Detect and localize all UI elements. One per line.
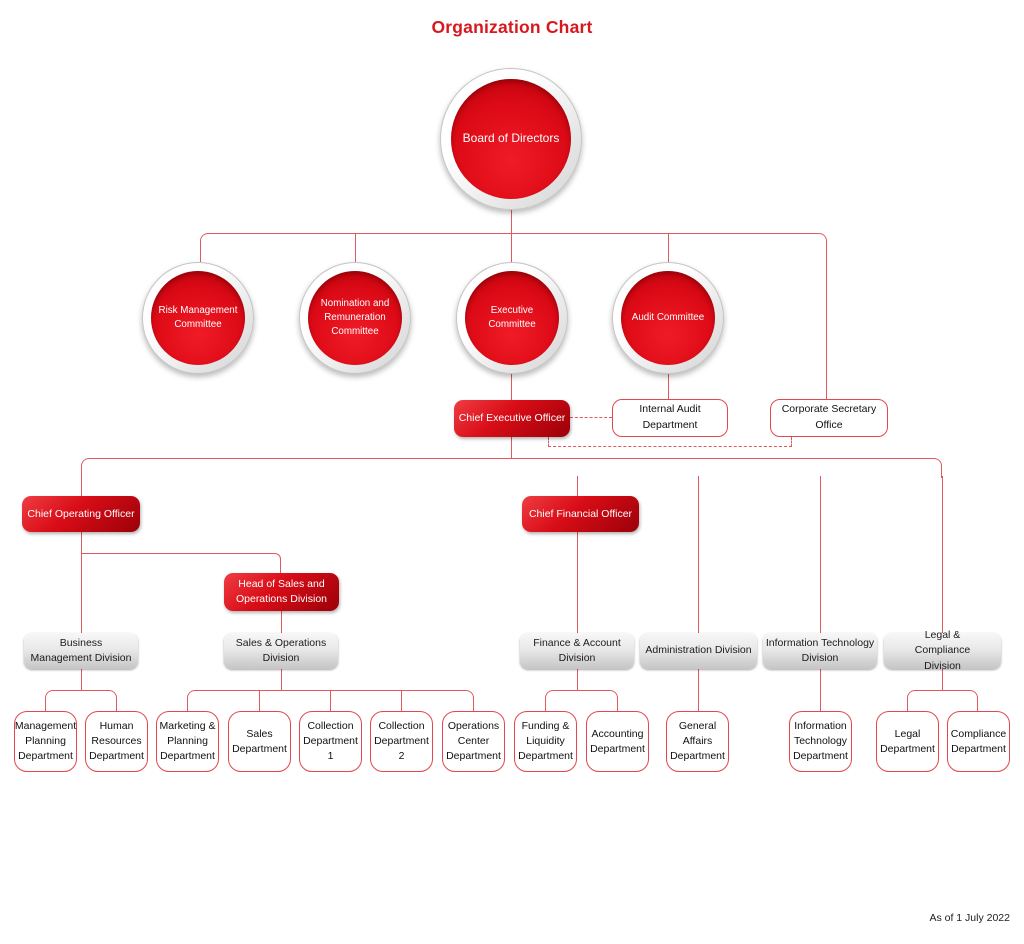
node-label: General Affairs Department (670, 720, 725, 762)
connector-col-it (820, 476, 821, 633)
connector-committee-bus (200, 233, 827, 262)
node-business-management-division: Business Management Division (24, 633, 138, 669)
node-sales-department: Sales Department (228, 711, 291, 772)
connector-lc-down (942, 669, 943, 690)
node-label: Nomination and Remuneration Committee (320, 297, 390, 338)
node-chief-executive-officer: Chief Executive Officer (454, 400, 570, 437)
node-label: Chief Financial Officer (528, 507, 633, 520)
node-collection-department-2: Collection Department 2 (370, 711, 433, 772)
connector-dashed-ceo-internal-audit (570, 417, 612, 418)
connector-board-down (511, 210, 512, 233)
node-finance-account-division: Finance & Account Division (520, 633, 634, 669)
connector-so-drop-col1 (330, 690, 331, 711)
node-head-of-sales-operations: Head of Sales and Operations Division (224, 573, 339, 611)
node-operations-center-department: Operations Center Department (442, 711, 505, 772)
node-management-planning-department: Management Planning Department (14, 711, 77, 772)
node-label: Administration Division (645, 644, 752, 657)
node-marketing-planning-department: Marketing & Planning Department (156, 711, 219, 772)
node-information-technology-division: Information Technology Division (763, 633, 877, 669)
connector-so-down (281, 669, 282, 690)
node-internal-audit-department: Internal Audit Department (612, 399, 728, 437)
node-corporate-secretary-office: Corporate Secretary Office (770, 399, 888, 437)
node-executive-committee: Executive Committee (456, 262, 568, 374)
node-label: Risk Management Committee (158, 304, 238, 330)
connector-committee-drop-3 (511, 233, 512, 262)
connector-fa-down (577, 669, 578, 690)
node-label: Executive Committee (488, 304, 536, 330)
node-nomination-remuneration-committee: Nomination and Remuneration Committee (299, 262, 411, 374)
node-funding-liquidity-department: Funding & Liquidity Department (514, 711, 577, 772)
node-administration-division: Administration Division (640, 633, 757, 669)
node-chief-operating-officer: Chief Operating Officer (22, 496, 140, 532)
node-label: Sales Department (232, 727, 287, 755)
connector-main-bus (81, 458, 942, 478)
connector-col-legal (942, 476, 943, 633)
node-label: Legal Department (880, 727, 935, 755)
node-label: Information Technology Department (793, 720, 848, 762)
connector-admin-down (698, 669, 699, 711)
node-label: Business Management Division (30, 636, 132, 664)
node-label: Board of Directors (462, 131, 560, 146)
node-label: Collection Department 2 (374, 720, 429, 762)
connector-col-admin (698, 476, 699, 633)
node-label: Human Resources Department (89, 720, 144, 762)
node-legal-department: Legal Department (876, 711, 939, 772)
node-label: Collection Department 1 (303, 720, 358, 762)
as-of-date: As of 1 July 2022 (929, 912, 1010, 924)
connector-bmd-bracket (45, 690, 117, 711)
node-compliance-department: Compliance Department (947, 711, 1010, 772)
node-label: Finance & Account Division (533, 636, 621, 664)
node-sales-operations-division: Sales & Operations Division (224, 633, 338, 669)
connector-so-drop-sales (259, 690, 260, 711)
node-label: Marketing & Planning Department (159, 720, 216, 762)
node-label: Internal Audit Department (639, 403, 701, 431)
node-legal-compliance-division: Legal & Compliance Division (884, 629, 1001, 672)
node-risk-management-committee: Risk Management Committee (142, 262, 254, 374)
connector-corp-secretary-drop (826, 260, 827, 399)
connector-audit-to-internal-audit (668, 373, 669, 399)
node-label: Audit Committee (631, 311, 705, 323)
connector-lc-bracket (907, 690, 978, 711)
node-label: Compliance Department (950, 727, 1007, 755)
page-title: Organization Chart (431, 17, 593, 37)
connector-so-drop-col2 (401, 690, 402, 711)
node-chief-financial-officer: Chief Financial Officer (522, 496, 639, 532)
connector-dashed-ceo-corp-secretary (548, 437, 792, 447)
connector-committee-drop-4 (668, 233, 669, 262)
connector-coo-headsales (81, 553, 281, 573)
node-general-affairs-department: General Affairs Department (666, 711, 729, 772)
node-label: Chief Operating Officer (27, 507, 135, 520)
connector-ceo-down (511, 437, 512, 458)
node-board-of-directors: Board of Directors (440, 68, 582, 210)
node-label: Legal & Compliance Division (914, 629, 971, 672)
connector-exec-to-ceo (511, 373, 512, 400)
connector-col-cfo (577, 476, 578, 633)
connector-committee-drop-2 (355, 233, 356, 262)
node-information-technology-department: Information Technology Department (789, 711, 852, 772)
node-accounting-department: Accounting Department (586, 711, 649, 772)
node-label: Management Planning Department (14, 720, 77, 762)
node-label: Corporate Secretary Office (781, 403, 877, 431)
connector-bmd-down (81, 669, 82, 690)
node-human-resources-department: Human Resources Department (85, 711, 148, 772)
connector-fa-bracket (545, 690, 618, 711)
node-label: Accounting Department (590, 727, 645, 755)
node-label: Operations Center Department (446, 720, 501, 762)
connector-headsales-down (281, 610, 282, 633)
connector-it-down (820, 669, 821, 711)
node-label: Information Technology Division (765, 636, 875, 664)
node-label: Head of Sales and Operations Division (235, 578, 328, 605)
node-label: Funding & Liquidity Department (518, 720, 573, 762)
node-collection-department-1: Collection Department 1 (299, 711, 362, 772)
node-audit-committee: Audit Committee (612, 262, 724, 374)
node-label: Chief Executive Officer (458, 412, 566, 425)
node-label: Sales & Operations Division (235, 636, 327, 664)
